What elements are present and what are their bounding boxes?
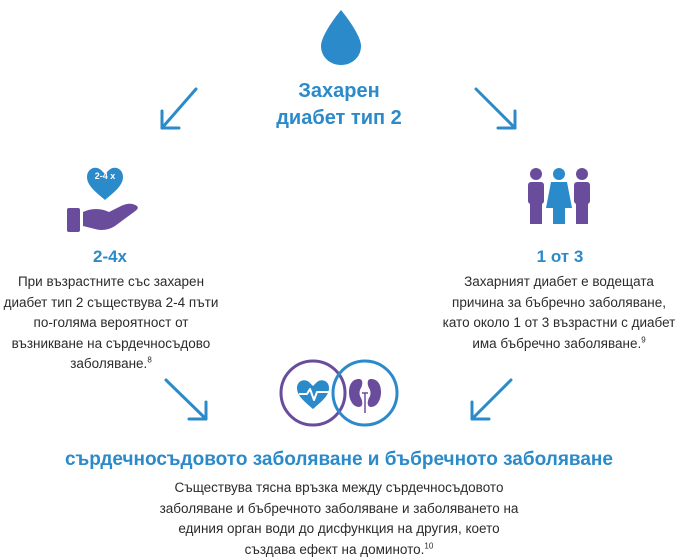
bottom-heading: сърдечносъдовото заболяване и бъбречното… [0, 448, 678, 472]
kidneys-icon [349, 379, 381, 413]
right-line-3: като около 1 от 3 възрастни с диабет [440, 313, 678, 334]
left-line-3: по-голяма вероятност от [0, 313, 222, 334]
right-line-2: причина за бъбречно заболяване, [440, 293, 678, 314]
right-line-1: Захарният диабет е водещата [440, 272, 678, 293]
right-line-4-text: има бъбречно заболяване. [472, 336, 641, 351]
right-line-4: има бъбречно заболяване.9 [440, 334, 678, 355]
right-heading: 1 от 3 [510, 247, 610, 267]
bottom-text: Съществува тясна връзка между сърдечносъ… [139, 478, 539, 560]
left-line-5-text: заболяване. [70, 356, 147, 371]
bottom-line-2: заболяване и бъбречното заболяване и заб… [139, 499, 539, 520]
heart-kidney-icon [277, 357, 401, 429]
left-line-1: При възрастните със захарен [0, 272, 222, 293]
bottom-line-4-text: създава ефект на доминото. [245, 542, 425, 557]
right-ref: 9 [641, 335, 645, 344]
bottom-line-4: създава ефект на доминото.10 [139, 540, 539, 560]
hand-heart-badge: 2-4 x [87, 171, 123, 181]
left-line-5: заболяване.8 [0, 354, 222, 375]
left-text: При възрастните със захарен диабет тип 2… [0, 272, 222, 375]
people-icon [526, 166, 592, 228]
left-heading: 2-4x [60, 247, 160, 267]
left-ref: 8 [147, 356, 151, 365]
left-line-4: възникване на сърдечносъдово [0, 334, 222, 355]
bottom-line-1: Съществува тясна връзка между сърдечносъ… [139, 478, 539, 499]
left-line-2: диабет тип 2 съществува 2-4 пъти [0, 293, 222, 314]
bottom-line-3: единия орган води до дисфункция на други… [139, 519, 539, 540]
right-text: Захарният диабет е водещата причина за б… [440, 272, 678, 354]
heart-pulse-icon [297, 380, 331, 409]
bottom-ref: 10 [424, 541, 433, 550]
